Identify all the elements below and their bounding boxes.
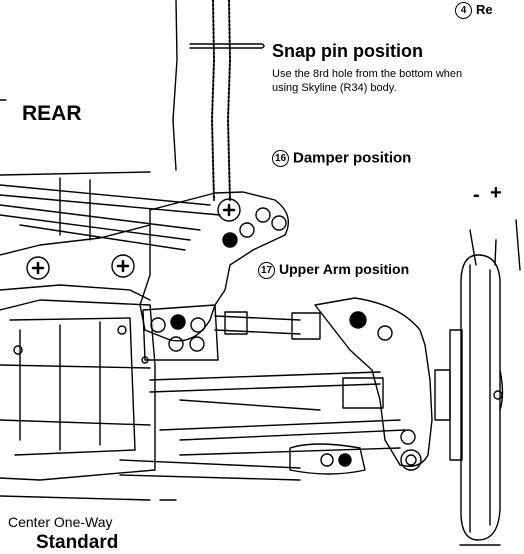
- chassis-hatching: [0, 171, 221, 251]
- damper-step-number: 16: [272, 150, 289, 167]
- upper-arm-position-text: Upper Arm position: [279, 261, 410, 278]
- damper-position-text: Damper position: [293, 149, 412, 167]
- wheel: [434, 219, 521, 546]
- lower-arm: [119, 371, 406, 481]
- rear-label: REAR: [22, 102, 82, 125]
- upper-arm-mount: [142, 304, 219, 361]
- step-4-number: 4: [455, 2, 472, 19]
- gearbox: [0, 299, 177, 501]
- diff-type-label: Center One-Way: [8, 514, 113, 530]
- camber-minus: -: [473, 184, 480, 206]
- snap-pin-note-line1: Use the 8rd hole from the bottom when: [272, 68, 463, 80]
- snap-pin-title: Snap pin position: [272, 41, 423, 61]
- hub-carrier: [314, 297, 433, 471]
- snap-pin-note-line2: using Skyline (R34) body.: [272, 82, 397, 94]
- upper-arm-turnbuckle: [214, 311, 321, 340]
- step-4-text: Re: [476, 1, 493, 17]
- shock-tower-plate: [0, 191, 289, 342]
- camber-plus: +: [490, 182, 502, 204]
- diff-setting-label: Standard: [36, 532, 119, 553]
- upper-arm-step-number: 17: [258, 262, 275, 279]
- shock-tower-lines: [0, 0, 231, 201]
- snap-pin: [189, 43, 265, 49]
